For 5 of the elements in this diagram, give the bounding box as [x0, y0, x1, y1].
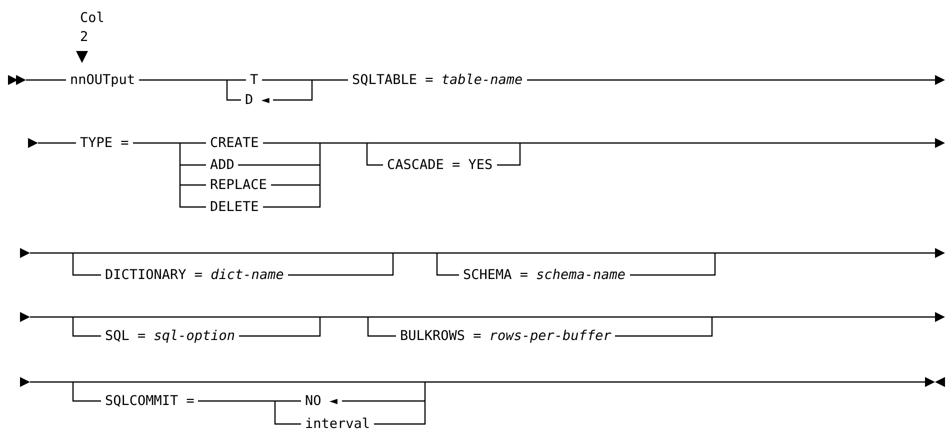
keyword: nnOUTput	[66, 72, 140, 88]
syntax-keyword: SQLTABLE = table-name	[348, 72, 527, 88]
syntax-keyword: SQLCOMMIT =	[101, 393, 198, 409]
syntax-keyword: BULKROWS = rows-per-buffer	[396, 328, 616, 344]
syntax-keyword: SQL = sql-option	[101, 328, 240, 344]
